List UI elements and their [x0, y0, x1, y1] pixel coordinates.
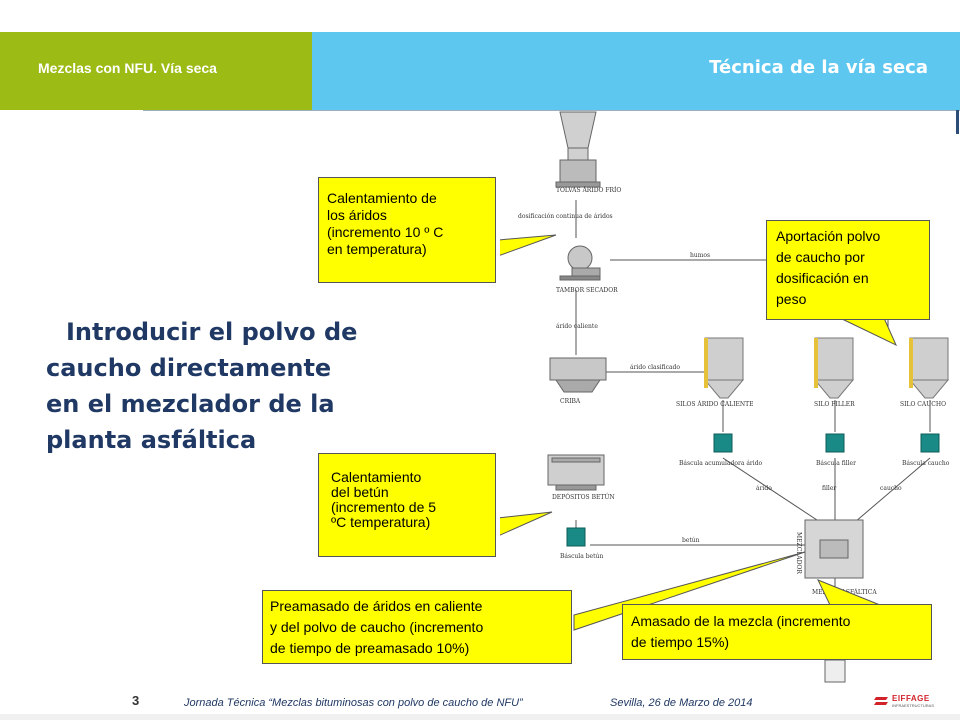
header-right-band [312, 32, 960, 110]
label-humos: humos [690, 252, 710, 259]
page-number: 3 [132, 693, 140, 708]
label-mezclador: MEZCLADOR [795, 532, 802, 574]
callout-calentamiento-aridos: Calentamiento de los áridos (incremento … [318, 177, 496, 283]
label-silo-caucho: SILO CAUCHO [900, 401, 946, 408]
label-criba: CRIBA [560, 398, 581, 405]
callout-polvo-line-1: Aportación polvo [776, 228, 881, 244]
label-arido-clasificado: árido clasificado [630, 364, 680, 371]
criba [549, 357, 607, 393]
callout-amasado-line-2: de tiempo 15%) [631, 634, 730, 650]
bottom-strip [0, 714, 960, 720]
main-statement: Introducir el polvo de caucho directamen… [46, 314, 360, 458]
mezclador [804, 519, 864, 683]
main-statement-line-1: Introducir el polvo de [66, 318, 358, 346]
depositos-betun [547, 454, 605, 491]
label-caucho: caucho [880, 485, 902, 492]
callout-betun-line-4: ºC temperatura) [331, 514, 431, 530]
silo-filler [813, 337, 855, 399]
callout-preamasado: Preamasado de áridos en caliente y del p… [262, 590, 572, 664]
tolvas-hopper [555, 111, 601, 188]
callout-preamasado-line-1: Preamasado de áridos en caliente [270, 598, 483, 614]
callout-betun-line-2: del betún [331, 484, 389, 500]
callout-aridos-line-1: Calentamiento de [327, 190, 437, 206]
label-bascula-betun: Báscula betún [560, 553, 603, 560]
callout-aridos-line-2: los áridos [327, 207, 387, 223]
callout-amasado: Amasado de la mezcla (incremento de tiem… [622, 604, 932, 660]
label-silos-arido: SILOS ÁRIDO CALIENTE [676, 401, 754, 408]
label-tambor: TAMBOR SECADOR [556, 287, 618, 294]
callout-betun-line-3: (incremento de 5 [331, 499, 437, 515]
callout-amasado-line-1: Amasado de la mezcla (incremento [631, 613, 851, 629]
label-depositos: DEPÓSITOS BETÚN [552, 493, 615, 501]
callout-preamasado-line-3: de tiempo de preamasado 10%) [270, 640, 470, 656]
eiffage-logo-text: EIFFAGE [892, 694, 930, 703]
header-left-band [0, 32, 312, 110]
eiffage-logo-subtext: INFRAESTRUCTURAS [892, 703, 935, 708]
eiffage-logo-icon [874, 697, 888, 705]
asphalt-plant-diagram: TOLVAS ÁRIDO FRÍO dosificación continua … [500, 111, 950, 683]
callout-aportacion-polvo: Aportación polvo de caucho por dosificac… [766, 220, 930, 320]
main-statement-line-3: en el mezclador de la [46, 390, 335, 418]
silos-arido-caliente [703, 337, 745, 399]
header-divider [143, 110, 960, 111]
label-bascula-filler: Báscula filler [816, 460, 856, 467]
callout-preamasado-line-2: y del polvo de caucho (incremento [270, 619, 484, 635]
silo-caucho [908, 337, 950, 399]
main-statement-line-4: planta asfáltica [46, 426, 257, 454]
label-arido-caliente: árido caliente [556, 323, 598, 330]
label-silo-filler: SILO FILLER [814, 401, 855, 408]
eiffage-logo: EIFFAGE INFRAESTRUCTURAS [874, 693, 934, 711]
callout-polvo-line-2: de caucho por [776, 249, 865, 265]
bascula-icons [566, 433, 940, 547]
callout-aridos-line-4: en temperatura) [327, 241, 427, 257]
slide-title: Técnica de la vía seca [709, 57, 928, 78]
label-filler: filler [822, 485, 836, 492]
label-betun: betún [682, 537, 700, 544]
main-statement-line-2: caucho directamente [46, 354, 332, 382]
footer-event: Jornada Técnica “Mezclas bituminosas con… [184, 697, 523, 709]
header-accent-tick [956, 110, 959, 134]
footer-place-date: Sevilla, 26 de Marzo de 2014 [610, 697, 753, 709]
callout-aridos-line-3: (incremento 10 º C [327, 224, 444, 240]
callout-polvo-line-4: peso [776, 291, 807, 307]
label-arido: árido [756, 485, 772, 492]
section-title: Mezclas con NFU. Vía seca [38, 60, 217, 76]
callout-betun-line-1: Calentamiento [331, 469, 422, 485]
callout-polvo-line-3: dosificación en [776, 270, 869, 286]
label-bascula-caucho: Báscula caucho [902, 460, 950, 467]
callout-calentamiento-betun: Calentamiento del betún (incremento de 5… [318, 453, 496, 557]
label-bascula-acumuladora: Báscula acumuladora árido [679, 460, 763, 467]
label-tolvas: TOLVAS ÁRIDO FRÍO [556, 187, 621, 194]
label-dosificacion: dosificación continua de áridos [518, 213, 613, 220]
tambor-secador [559, 245, 601, 281]
